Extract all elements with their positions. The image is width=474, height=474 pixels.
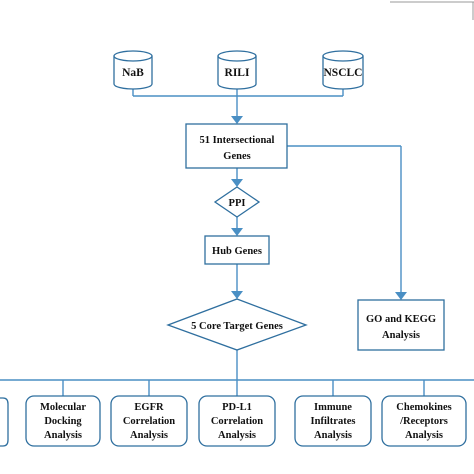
analysis-line2: Docking [44,416,82,427]
core-label: 5 Core Target Genes [191,321,283,332]
intersection-label-line1: 51 Intersectional [200,135,275,146]
analysis-line1: Chemokines [396,402,451,413]
hub-label: Hub Genes [212,246,262,257]
analysis-line1: PD-L1 [222,402,252,413]
analysis-molecular-docking: Molecular Docking Analysis [25,395,101,447]
database-label: NSCLC [324,67,363,79]
analysis-egfr-correlation: EGFR Correlation Analysis [110,395,188,447]
analysis-line1: EGFR [134,402,164,413]
cylinder-shape [113,56,153,90]
go-kegg-box: GO and KEGG Analysis [357,299,445,351]
database-label: NaB [122,67,144,79]
cylinder-top [113,50,153,62]
cylinder-shape [217,56,257,90]
intersection-rect [185,123,288,169]
analysis-rect [294,395,372,447]
analysis-chemokines-receptors: Chemokines /Receptors Analysis [381,395,467,447]
arrowhead-core [231,291,243,299]
ppi-shape [213,186,261,218]
connector-lines [0,88,474,396]
core-genes-diamond: 5 Core Target Genes [166,298,308,351]
analysis-line2: Correlation [211,416,263,427]
go-kegg-label-line2: Analysis [382,330,420,341]
cylinder-top [322,50,364,62]
database-nsclc: NSCLC [322,50,364,90]
analysis-rect [25,395,101,447]
arrowheads [231,116,407,300]
ppi-diamond: PPI [213,186,261,218]
left-edge-fragment [0,397,9,447]
ppi-label: PPI [229,198,246,209]
analysis-line3: Analysis [314,430,352,441]
database-label: RILI [225,67,250,79]
analysis-line3: Analysis [218,430,256,441]
cylinder-top [217,50,257,62]
database-rili: RILI [217,50,257,90]
arrowhead-ppi [231,179,243,187]
hub-rect [204,235,270,265]
core-shape [166,298,308,351]
analysis-line3: Analysis [405,430,443,441]
analysis-line2: Infiltrates [311,416,356,427]
arrowhead-go-kegg [395,292,407,300]
go-kegg-label-line1: GO and KEGG [366,314,436,325]
analysis-line3: Analysis [44,430,82,441]
intersection-box: 51 Intersectional Genes [185,123,288,169]
go-kegg-rect [357,299,445,351]
arrowhead-intersection [231,116,243,124]
hub-genes-box: Hub Genes [204,235,270,265]
analysis-line3: Analysis [130,430,168,441]
analysis-immune-infiltrates: Immune Infiltrates Analysis [294,395,372,447]
analysis-line2: /Receptors [399,416,448,427]
analysis-rect [198,395,276,447]
analysis-line1: Immune [314,402,352,413]
analysis-line2: Correlation [123,416,175,427]
analysis-rect [381,395,467,447]
arrowhead-hub [231,228,243,236]
corner-line [390,1,474,20]
cylinder-shape [322,56,364,90]
analysis-rect [110,395,188,447]
intersection-label-line2: Genes [223,151,250,162]
database-nab: NaB [113,50,153,90]
analysis-line1: Molecular [40,402,86,413]
analysis-pdl1-correlation: PD-L1 Correlation Analysis [198,395,276,447]
